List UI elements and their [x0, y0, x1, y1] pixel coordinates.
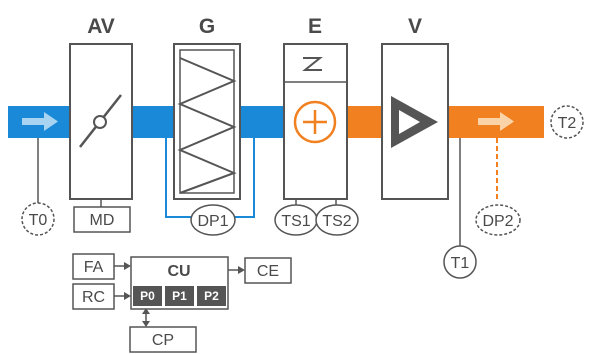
cu-cp-arrowhead-up: [142, 308, 150, 314]
cp-box: CP: [129, 326, 197, 353]
header-g: G: [199, 15, 215, 38]
header-e: E: [308, 15, 322, 38]
sensor-ts2-label: TS2: [322, 213, 351, 230]
dp1-inlet-tap: [165, 138, 192, 218]
sensor-t1-label: T1: [451, 255, 470, 272]
cp-label: CP: [152, 332, 174, 349]
filter-box: [173, 43, 241, 200]
duct-segment-e-v: [347, 106, 382, 138]
md-box: MD: [73, 206, 131, 233]
inlet-arrow-icon: [22, 112, 58, 131]
sensor-ts2: TS2: [315, 204, 359, 236]
duct-segment-av-g: [132, 106, 174, 138]
cu-label: CU: [167, 263, 190, 280]
md-label: MD: [90, 212, 115, 229]
port-p1: [165, 286, 194, 306]
fan-triangle-icon: [391, 96, 438, 148]
damper-icon: [79, 94, 122, 148]
outlet-arrow-icon: [478, 112, 514, 131]
rc-box: RC: [72, 283, 115, 310]
cu-ce-arrowhead: [238, 266, 245, 274]
fa-cu-arrowhead: [124, 262, 131, 270]
port-p1-label: P1: [172, 289, 187, 303]
filter-zigzag-icon: [177, 57, 237, 194]
fa-box: FA: [72, 253, 115, 280]
sensor-t0-label: T0: [29, 212, 48, 229]
header-v: V: [408, 15, 422, 38]
sensor-dp1: DP1: [190, 204, 236, 236]
rc-label: RC: [82, 289, 105, 306]
port-p2: [197, 286, 226, 306]
sensor-t0: T0: [21, 202, 55, 236]
sensor-t1: T1: [443, 245, 477, 279]
heater-plus-icon: [293, 100, 337, 144]
sensor-dp2-label: DP2: [482, 213, 513, 230]
port-p2-label: P2: [204, 289, 219, 303]
port-p0: [133, 286, 162, 306]
sensor-dp1-label: DP1: [197, 213, 228, 230]
duct-segment-g-e: [240, 106, 284, 138]
dp1-outlet-tap: [234, 138, 255, 218]
sensor-ts1: TS1: [274, 204, 318, 236]
rc-cu-arrowhead: [124, 292, 131, 300]
ce-label: CE: [257, 263, 279, 280]
filter-inner-frame: [179, 49, 235, 194]
sensor-t2: T2: [550, 105, 584, 139]
lightning-icon: [302, 57, 323, 71]
ce-box: CE: [244, 257, 292, 284]
cu-cp-arrowhead-down: [142, 321, 150, 327]
sensor-t2-label: T2: [558, 115, 577, 132]
control-unit: CU P0 P1 P2: [130, 256, 229, 310]
header-av: AV: [87, 15, 115, 38]
fa-label: FA: [84, 259, 104, 276]
sensor-dp2: DP2: [475, 204, 521, 236]
sensor-ts1-label: TS1: [281, 213, 310, 230]
port-p0-label: P0: [140, 289, 155, 303]
